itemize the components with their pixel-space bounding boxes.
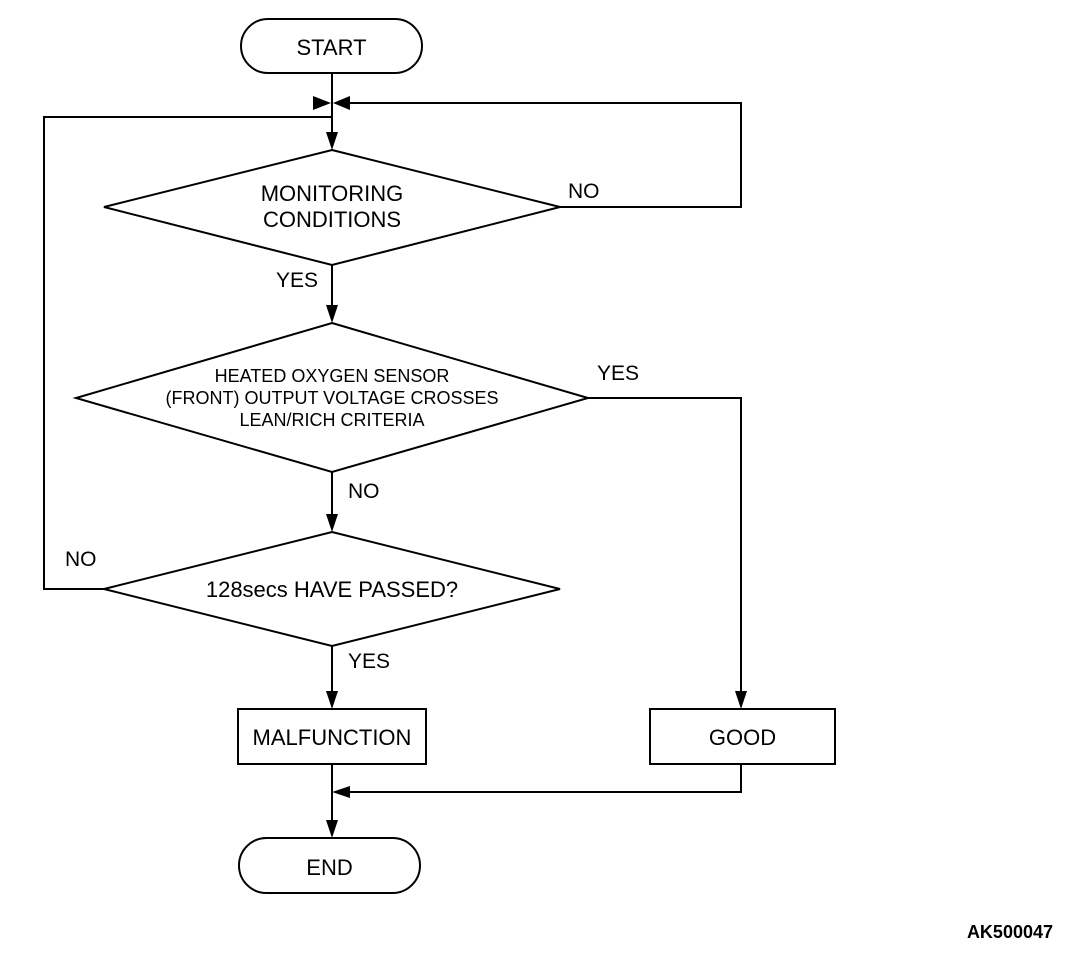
arrowhead-into-malfunction bbox=[326, 691, 338, 709]
timer-label: 128secs HAVE PASSED? bbox=[206, 577, 458, 602]
sensor-crosses-criteria-decision: HEATED OXYGEN SENSOR (FRONT) OUTPUT VOLT… bbox=[72, 321, 592, 474]
arrowhead-monitoring-no-merge bbox=[333, 96, 350, 110]
monitoring-yes-label: YES bbox=[276, 269, 318, 292]
connector-good-to-end bbox=[350, 764, 742, 793]
end-node: END bbox=[238, 837, 421, 894]
arrowhead-timer-no-merge bbox=[313, 96, 331, 110]
monitoring-conditions-decision: MONITORING CONDITIONS bbox=[103, 148, 561, 267]
good-label: GOOD bbox=[709, 725, 776, 750]
malfunction-label: MALFUNCTION bbox=[253, 725, 412, 750]
start-label: START bbox=[296, 35, 366, 60]
arrowhead-into-good bbox=[735, 691, 747, 709]
arrowhead-into-monitoring bbox=[326, 132, 338, 150]
arrowhead-good-merge bbox=[332, 786, 350, 798]
connector-monitoring-no-loop bbox=[350, 102, 742, 208]
sensor-label-line2: (FRONT) OUTPUT VOLTAGE CROSSES bbox=[165, 388, 498, 408]
start-node: START bbox=[240, 18, 423, 74]
arrowhead-into-sensor bbox=[326, 305, 338, 323]
good-box: GOOD bbox=[649, 708, 836, 765]
timer-yes-label: YES bbox=[348, 650, 390, 673]
monitoring-label-line1: MONITORING bbox=[261, 181, 404, 206]
malfunction-box: MALFUNCTION bbox=[237, 708, 427, 765]
monitoring-label-line2: CONDITIONS bbox=[263, 207, 401, 232]
figure-code: AK500047 bbox=[967, 922, 1053, 942]
monitoring-no-label: NO bbox=[568, 180, 600, 203]
connector-timer-no-loop bbox=[43, 116, 332, 590]
connector-sensor-yes bbox=[588, 397, 742, 691]
end-label: END bbox=[306, 855, 352, 880]
sensor-label-line3: LEAN/RICH CRITERIA bbox=[239, 410, 424, 430]
arrowhead-into-timer bbox=[326, 514, 338, 532]
sensor-label-line1: HEATED OXYGEN SENSOR bbox=[215, 366, 450, 386]
timer-no-label: NO bbox=[65, 548, 97, 571]
sensor-no-label: NO bbox=[348, 480, 380, 503]
timer-decision: 128secs HAVE PASSED? bbox=[103, 530, 561, 648]
sensor-yes-label: YES bbox=[597, 362, 639, 385]
arrowhead-into-end bbox=[326, 820, 338, 838]
